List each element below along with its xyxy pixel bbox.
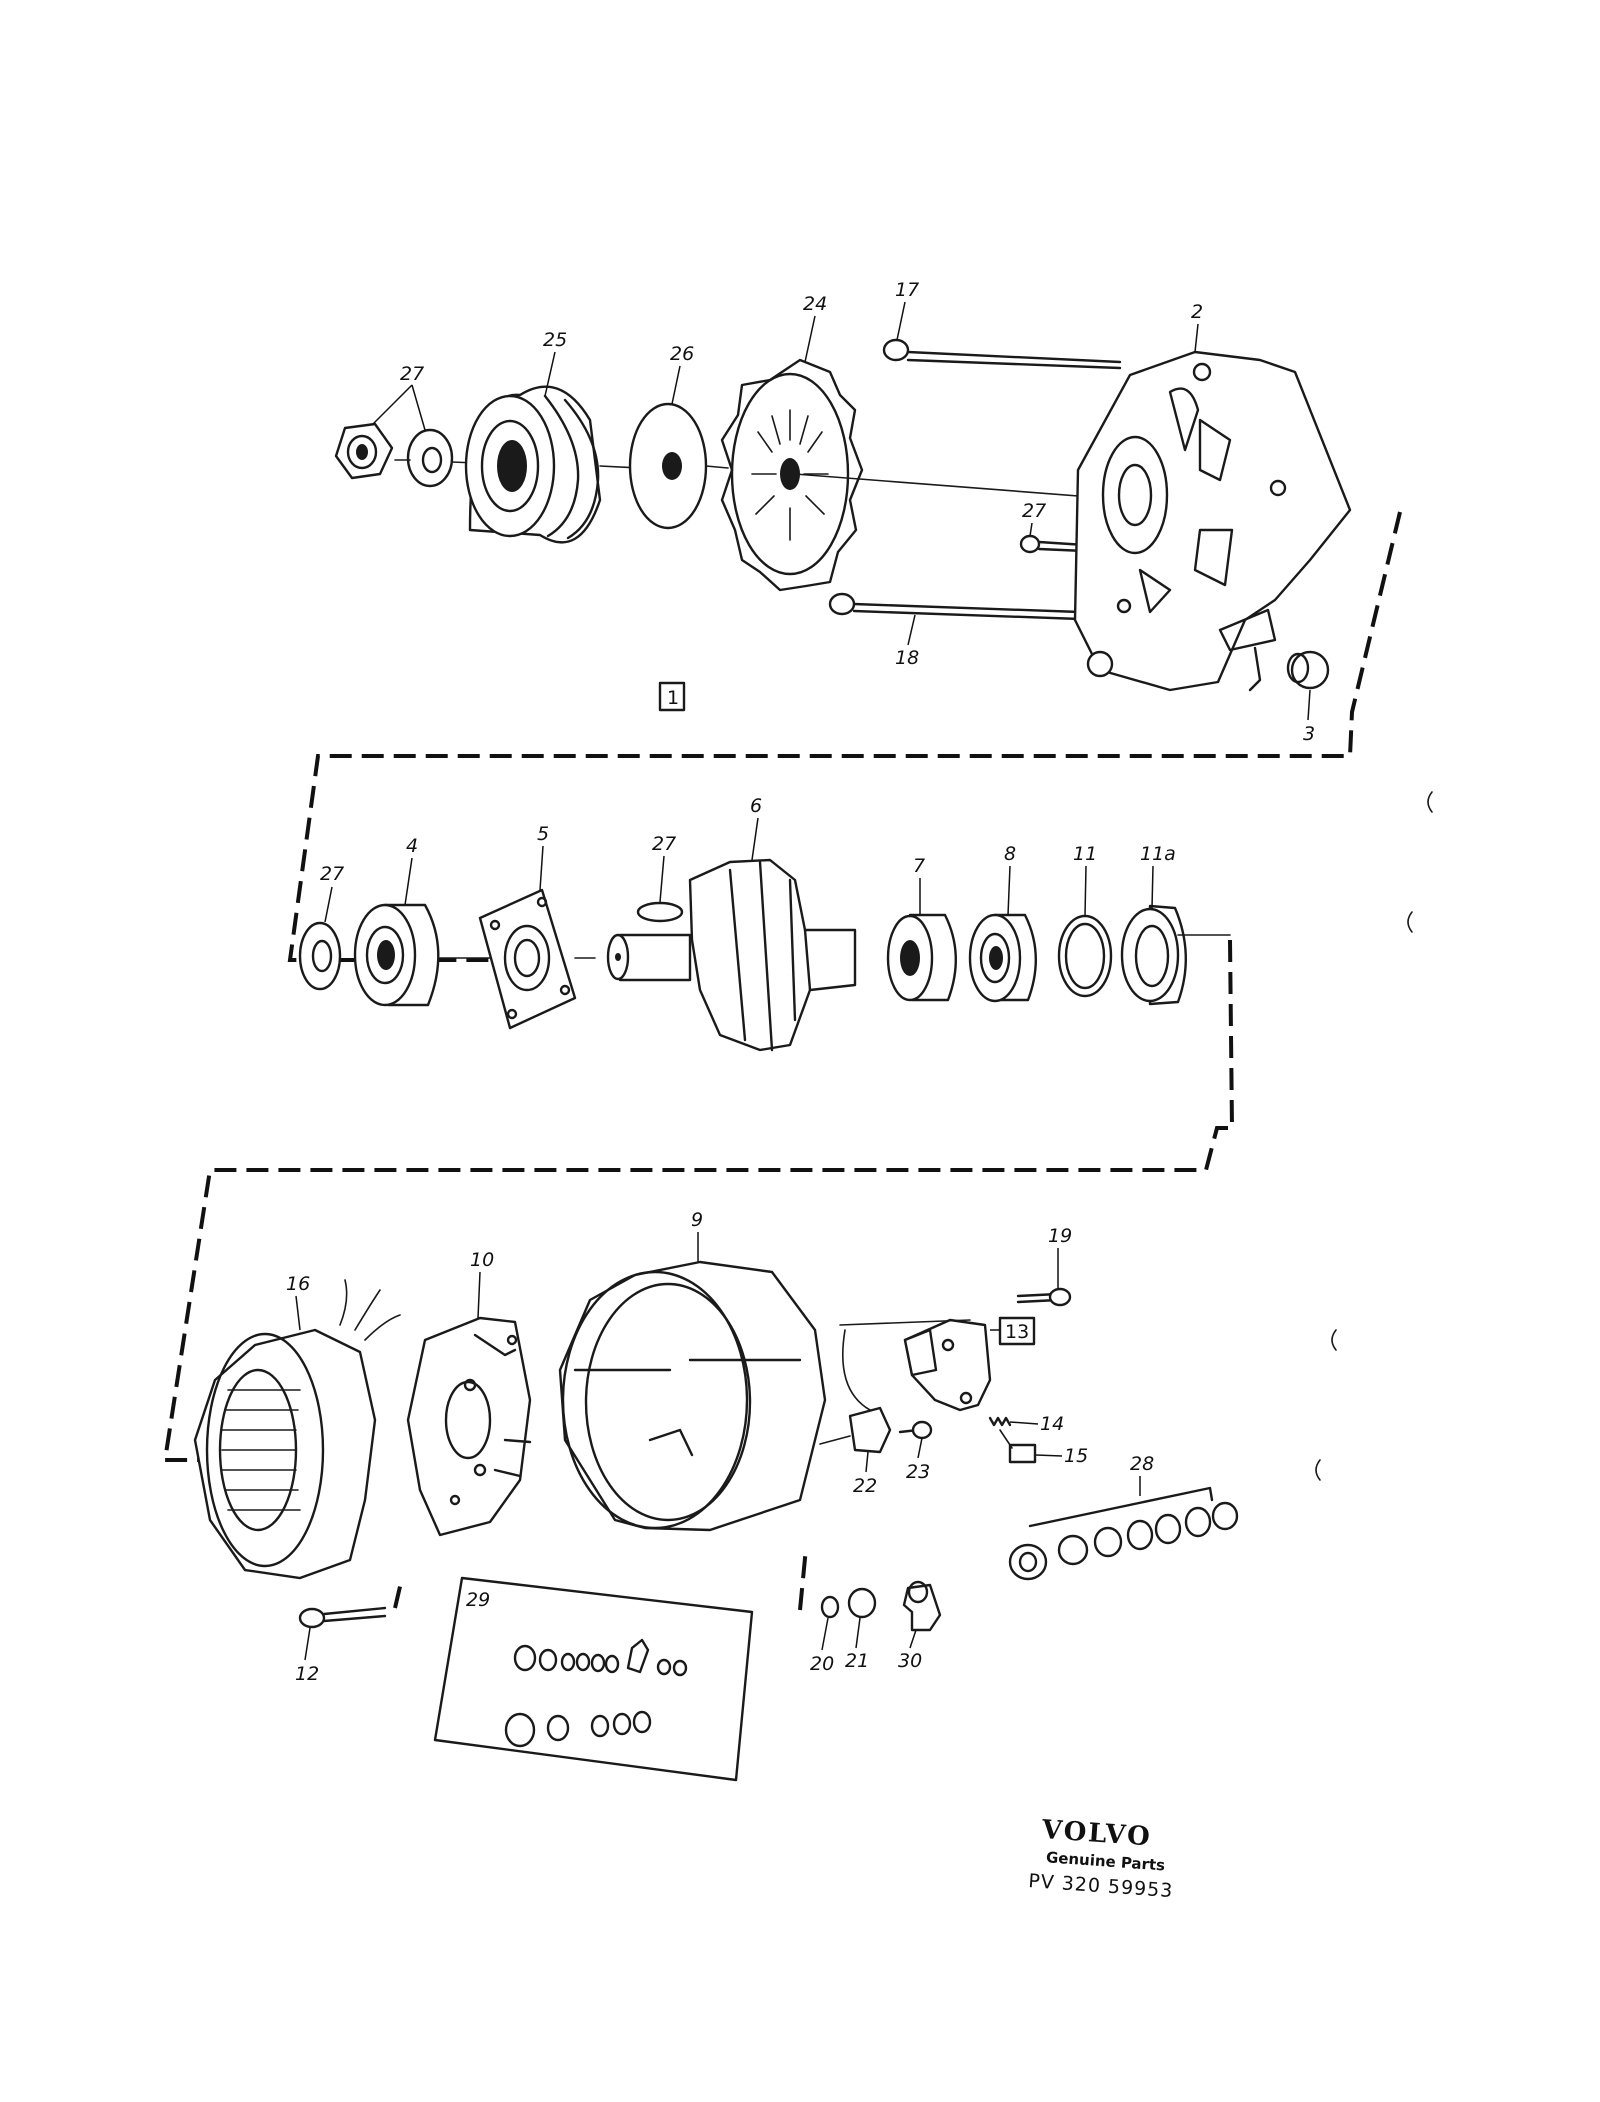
callout-23: 23 (906, 1461, 930, 1483)
callout-16: 16 (286, 1273, 310, 1295)
part-7-slip-ring (886, 913, 957, 1002)
part-18-bolt (828, 592, 1082, 621)
group-box-1: 1 (658, 681, 686, 712)
callout-27: 27 (1022, 500, 1046, 522)
part-10-rectifier (406, 1316, 532, 1537)
callout-21: 21 (845, 1650, 869, 1672)
callout-6: 6 (750, 795, 762, 817)
part-code: PV 320 59953 (1028, 1870, 1174, 1902)
part-4-bearing (353, 903, 440, 1007)
box-13-frame (998, 1316, 1036, 1346)
part-15-brush (999, 1429, 1037, 1464)
callouts: 27 25 26 24 17 2 27 18 3 27 4 5 6 27 7 8… (286, 279, 1315, 1685)
callout-22: 22 (853, 1475, 877, 1497)
dashed-leader-20 (798, 1547, 808, 1611)
part-22-suppressor (819, 1329, 892, 1454)
dashed-leader-12 (393, 1577, 404, 1609)
part-23-screw (898, 1420, 933, 1440)
callout-15: 15 (1064, 1445, 1088, 1467)
callout-19: 19 (1048, 1225, 1072, 1247)
part-27-washer (406, 428, 454, 488)
callout-26: 26 (670, 343, 694, 365)
callout-4: 4 (406, 835, 418, 857)
dashed-leader-upper (287, 511, 1402, 962)
part-3-sleeve (1286, 650, 1330, 690)
callout-12: 12 (295, 1663, 319, 1685)
part-16-stator (193, 1279, 401, 1580)
assembly-dashed-path (162, 511, 1402, 1611)
callout-18: 18 (895, 647, 919, 669)
part-8-bearing (968, 913, 1037, 1003)
callout-30: 30 (898, 1650, 922, 1672)
part-24-fan (720, 358, 864, 592)
callout-27: 27 (652, 833, 676, 855)
part-28-kit (1008, 1486, 1239, 1581)
part-14-spring (988, 1416, 1012, 1427)
part-25-pulley (464, 385, 602, 544)
part-12-screw (298, 1606, 387, 1629)
callout-2: 2 (1191, 301, 1203, 323)
scan-marks (1315, 791, 1433, 1481)
part-11-ring (1057, 914, 1113, 998)
callout-3: 3 (1303, 723, 1315, 745)
callout-20: 20 (810, 1653, 834, 1675)
box-label-1: 1 (667, 687, 679, 709)
part-11a-bushing (1120, 904, 1187, 1006)
callout-24: 24 (803, 293, 827, 315)
brand-volvo: VOLVO (1040, 1815, 1153, 1853)
callout-28: 28 (1130, 1453, 1154, 1475)
callout-11a: 11a (1140, 843, 1176, 865)
part-26-spacer-disc (628, 402, 708, 530)
part-6-rotor (606, 858, 857, 1052)
callout-17: 17 (895, 279, 919, 301)
callout-14: 14 (1040, 1413, 1064, 1435)
part-5-bearing-plate (478, 888, 577, 1030)
box-label-13: 13 (1005, 1321, 1029, 1343)
callout-5: 5 (537, 823, 549, 845)
part-2-drive-end-housing (1073, 350, 1352, 692)
callout-7: 7 (913, 855, 925, 877)
part-27-nut (334, 422, 394, 480)
volvo-footer: VOLVO Genuine Parts PV 320 59953 (1028, 1815, 1174, 1902)
box-label-29: 29 (466, 1589, 490, 1611)
part-21-nut (847, 1587, 877, 1619)
part-20-washer (820, 1595, 840, 1619)
callout-8: 8 (1004, 843, 1016, 865)
part-17-bolt (882, 338, 1122, 370)
part-27-ring (298, 921, 342, 991)
part-29-kit-box: 29 (433, 1576, 754, 1782)
part-13-brush-holder (839, 1318, 992, 1412)
callout-9: 9 (691, 1209, 703, 1231)
part-19-screw (1016, 1287, 1072, 1307)
part-9-slip-ring-housing (558, 1260, 827, 1532)
callout-27: 27 (320, 863, 344, 885)
callout-25: 25 (543, 329, 567, 351)
part-27-screw (1019, 534, 1087, 554)
callout-27: 27 (400, 363, 424, 385)
callout-11: 11 (1073, 843, 1097, 865)
callout-10: 10 (470, 1249, 494, 1271)
part-30-elbow (902, 1580, 942, 1632)
